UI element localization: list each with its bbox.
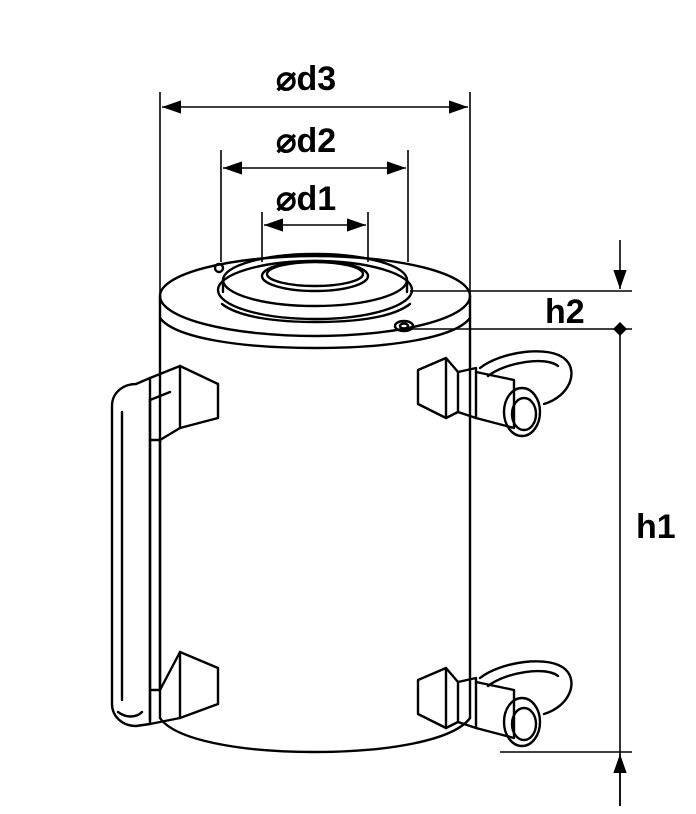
d2-label: ⌀d2 <box>276 122 337 160</box>
d1-label: ⌀d1 <box>276 180 337 218</box>
plunger-ring <box>216 252 414 324</box>
h2-label: h2 <box>545 293 585 331</box>
dimension-lines <box>159 92 632 806</box>
datum-marker <box>613 322 627 336</box>
lower-hose-coupler <box>416 660 573 748</box>
cylinder-body <box>158 316 472 754</box>
top-flange <box>158 254 472 350</box>
upper-hose-coupler <box>416 350 573 438</box>
d3-label: ⌀d3 <box>276 60 337 98</box>
h1-label: h1 <box>636 508 676 546</box>
carry-handle <box>110 364 220 728</box>
